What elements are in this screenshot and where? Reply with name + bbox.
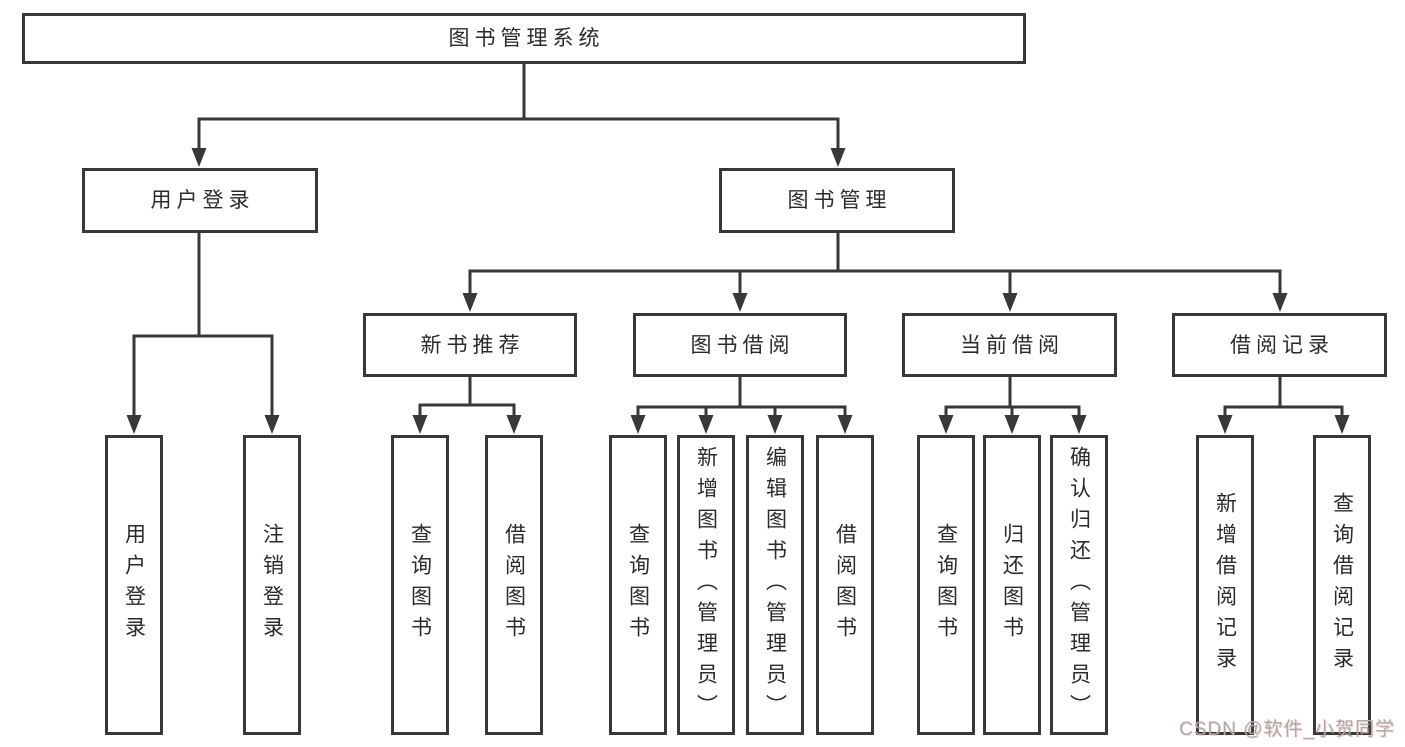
- node-new-book-recommend: 新书推荐: [363, 313, 577, 377]
- node-user-login: 用户登录: [82, 168, 318, 233]
- leaf-confirm-return-admin: 确认归还（管理员）: [1050, 435, 1108, 735]
- arrowhead-down-icon: [1217, 415, 1233, 434]
- leaf-query-books-recommend: 查询图书: [391, 435, 449, 735]
- arrowhead-down-icon: [462, 293, 478, 312]
- leaf-label: 借阅图书: [833, 523, 857, 647]
- arrowhead-down-icon: [1272, 293, 1288, 312]
- leaf-query-books-borrow: 查询图书: [609, 435, 667, 735]
- leaf-add-books-admin: 新增图书（管理员）: [677, 435, 735, 735]
- node-label: 用户登录: [150, 189, 255, 212]
- node-current-borrow: 当前借阅: [902, 313, 1117, 377]
- arrowhead-down-icon: [412, 415, 428, 434]
- leaf-return-books: 归还图书: [983, 435, 1041, 735]
- leaf-label: 查询借阅记录: [1330, 492, 1354, 678]
- arrowhead-down-icon: [506, 415, 522, 434]
- leaf-label: 查询图书: [408, 523, 432, 647]
- leaf-label: 查询图书: [934, 523, 958, 647]
- node-label: 新书推荐: [420, 333, 525, 357]
- arrowhead-down-icon: [938, 415, 954, 434]
- node-borrow-records: 借阅记录: [1172, 313, 1387, 377]
- leaf-logout: 注销登录: [243, 435, 301, 735]
- leaf-label: 查询图书: [626, 523, 650, 647]
- node-book-borrow: 图书借阅: [633, 313, 847, 377]
- node-library-management-system: 图书管理系统: [22, 13, 1026, 64]
- leaf-label: 归还图书: [1000, 523, 1024, 647]
- arrowhead-down-icon: [767, 415, 783, 434]
- arrowhead-down-icon: [1334, 415, 1350, 434]
- node-book-management: 图书管理: [719, 168, 955, 233]
- leaf-query-books-current: 查询图书: [917, 435, 975, 735]
- leaf-label: 用户登录: [122, 523, 146, 647]
- arrowhead-down-icon: [830, 148, 846, 167]
- leaf-borrow-books-borrow: 借阅图书: [816, 435, 874, 735]
- csdn-watermark: CSDN @软件_小贺同学: [1179, 719, 1395, 740]
- leaf-label: 新增图书（管理员）: [694, 445, 718, 725]
- leaf-borrow-books-recommend: 借阅图书: [485, 435, 543, 735]
- leaf-label: 注销登录: [260, 523, 284, 647]
- leaf-user-login: 用户登录: [105, 435, 163, 735]
- arrowhead-down-icon: [191, 148, 207, 167]
- arrowhead-down-icon: [1071, 415, 1087, 434]
- leaf-query-borrow-record: 查询借阅记录: [1313, 435, 1371, 735]
- node-label: 当前借阅: [960, 333, 1064, 357]
- arrowhead-down-icon: [732, 293, 748, 312]
- leaf-edit-books-admin: 编辑图书（管理员）: [746, 435, 804, 735]
- node-label: 图书借阅: [690, 333, 795, 357]
- leaf-label: 借阅图书: [502, 523, 526, 647]
- node-label: 图书管理系统: [448, 27, 605, 50]
- arrowhead-down-icon: [126, 415, 142, 434]
- leaf-add-borrow-record: 新增借阅记录: [1196, 435, 1254, 735]
- arrowhead-down-icon: [698, 415, 714, 434]
- leaf-label: 确认归还（管理员）: [1067, 445, 1091, 725]
- arrowhead-down-icon: [837, 415, 853, 434]
- node-label: 图书管理: [787, 189, 892, 212]
- node-label: 借阅记录: [1230, 333, 1334, 357]
- arrowhead-down-icon: [264, 415, 280, 434]
- arrowhead-down-icon: [630, 415, 646, 434]
- leaf-label: 新增借阅记录: [1213, 492, 1237, 678]
- arrowhead-down-icon: [1004, 415, 1020, 434]
- arrowhead-down-icon: [1002, 293, 1018, 312]
- leaf-label: 编辑图书（管理员）: [763, 445, 787, 725]
